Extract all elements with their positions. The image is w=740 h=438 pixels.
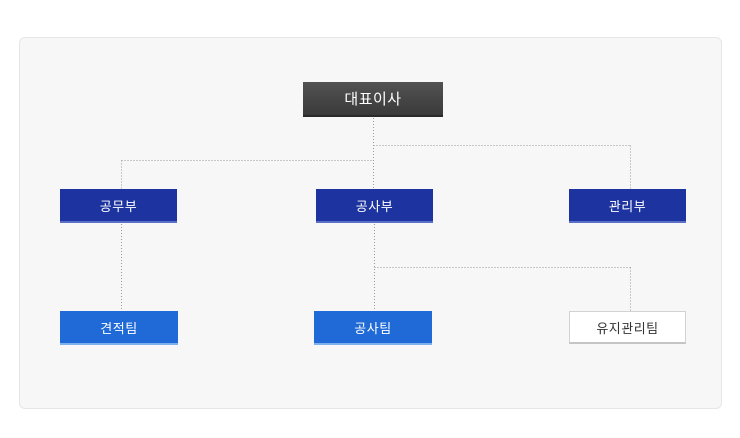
ceo-box: 대표이사: [303, 82, 443, 117]
team-label: 공사팀: [354, 321, 392, 337]
department-label: 공무부: [99, 199, 138, 215]
team-box: 견적팀: [60, 311, 178, 345]
department-box: 공무부: [60, 189, 177, 223]
department-label: 관리부: [608, 199, 647, 215]
ceo-label: 대표이사: [344, 90, 402, 108]
team-box: 공사팀: [314, 311, 432, 345]
department-box: 관리부: [569, 189, 686, 223]
department-box: 공사부: [316, 189, 433, 223]
department-label: 공사부: [355, 199, 394, 215]
team-box-secondary: 유지관리팀: [569, 311, 686, 344]
team-label: 견적팀: [100, 321, 138, 337]
team-label: 유지관리팀: [596, 321, 659, 337]
